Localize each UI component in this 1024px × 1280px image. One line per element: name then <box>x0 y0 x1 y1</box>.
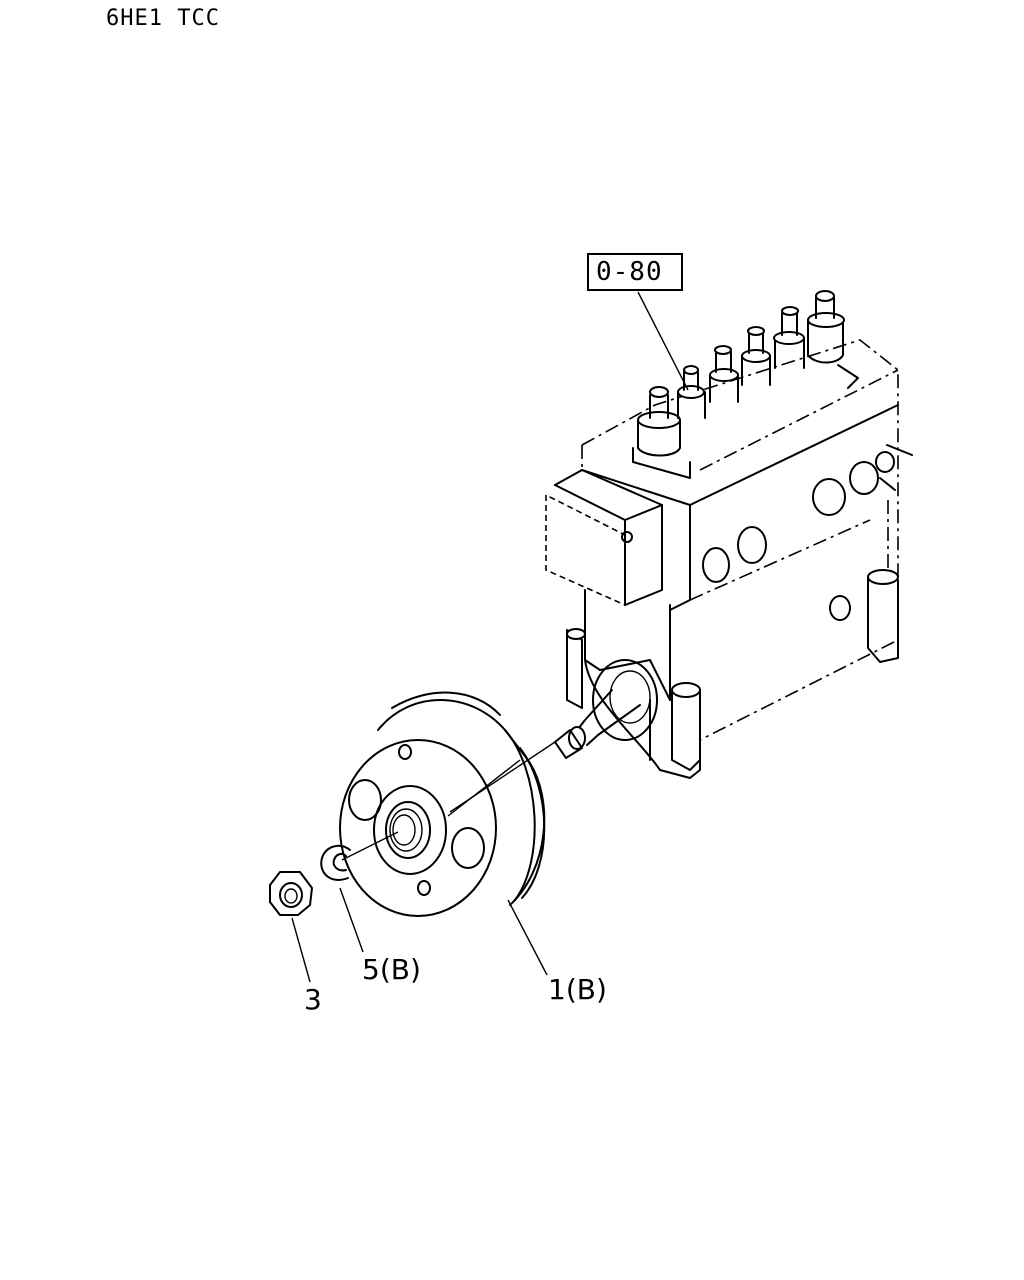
assembly-axis-line <box>449 741 556 813</box>
drive-pulley <box>339 691 546 917</box>
callout-leader-3 <box>291 917 311 983</box>
injection-pump-body <box>554 339 913 779</box>
callout-leader-1 <box>507 899 548 976</box>
governor-cover <box>545 469 663 607</box>
reference-label: 0-80 <box>596 257 663 287</box>
callout-part-1[interactable]: 1(B) <box>548 973 607 1006</box>
delivery-valve-holders <box>632 290 859 479</box>
callout-part-3[interactable]: 3 <box>304 983 322 1016</box>
callout-leader-5 <box>339 887 364 953</box>
hex-nut <box>269 871 313 916</box>
reference-box[interactable] <box>587 253 683 291</box>
callout-part-5[interactable]: 5(B) <box>362 953 421 986</box>
lock-washer <box>320 831 399 881</box>
reference-leader-line <box>637 291 689 391</box>
model-code-label: 6HE1 TCC <box>106 6 220 31</box>
